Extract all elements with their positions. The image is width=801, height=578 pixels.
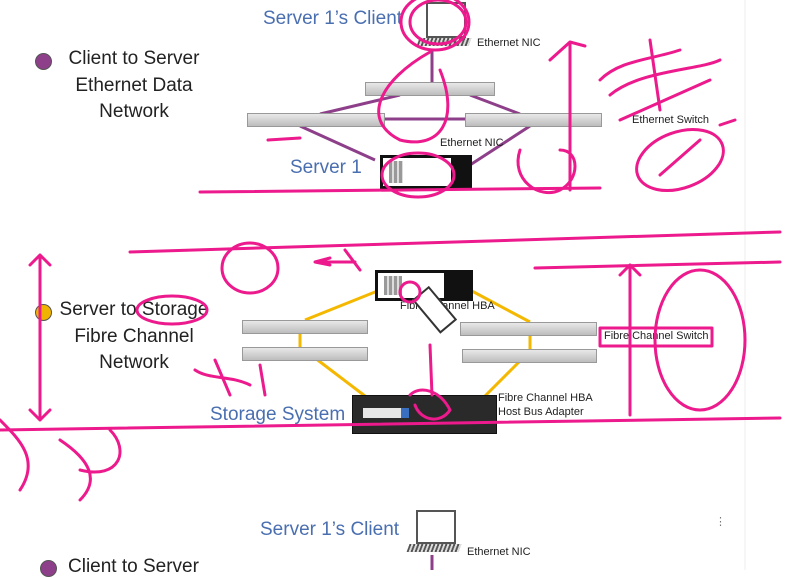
ink-stroke [533,260,782,270]
laptop-icon [416,2,472,50]
ink-arrow [548,40,587,192]
server-label: Server 1 [290,157,362,178]
storage-hba-line: Fibre Channel HBA [498,392,593,404]
client-nic-label: Ethernet NIC [467,546,531,558]
network-switch-icon [462,349,597,363]
network-switch-icon [242,347,368,361]
ink-korean-text [193,358,267,397]
ink-arrow [28,253,52,422]
client-label: Server 1’s Client [263,8,403,29]
fibre-links [298,288,532,398]
ink-scribble [516,148,577,195]
bullet-line: Network [99,352,169,373]
storage-hba-line: Host Bus Adapter [498,406,584,418]
more-handle-icon[interactable]: ⋮ [715,516,726,528]
ink-korean-text [598,38,722,122]
ink-circle [399,0,471,52]
network-switch-icon [242,320,368,334]
storage-label: Storage System [210,404,346,425]
ink-box [598,326,714,348]
ethernet-bullet [35,53,52,70]
ink-underline [0,416,782,432]
ink-loop [377,50,450,144]
bullet-line: Network [99,101,169,122]
ink-circle [653,268,747,412]
bullet-line: Fibre Channel [74,325,194,347]
network-switch-icon [460,322,597,336]
section2-bullet-text: Server to Storage Fibre Channel Network [39,297,229,377]
client-nic-label: Ethernet NIC [477,37,541,49]
network-switch-icon [465,113,602,127]
ink-scribble [408,388,452,421]
ink-divider [128,230,782,254]
storage-array-icon [352,395,497,434]
server-nic-label: Ethernet NIC [440,137,504,149]
ethernet-switch-label: Ethernet Switch [632,114,710,126]
laptop-icon [406,510,462,556]
ink-line [428,343,434,397]
ink-circle [380,151,456,199]
network-switch-icon [247,113,385,127]
ink-circle [408,0,468,46]
section1-bullet-text: Client to Server Ethernet Data Network [39,46,229,126]
bullet-line: Client to Server [68,48,200,69]
bullet-line: Server to Storage [59,299,209,320]
bullet-line: Ethernet Data [75,74,193,96]
ethernet-links [299,50,531,167]
ink-arrow [313,248,362,272]
server-icon [380,155,472,189]
ink-circle [135,294,209,326]
ink-handwriting [0,418,122,502]
ink-circle [220,241,280,295]
ink-circle [635,128,725,192]
ink-arrow [618,263,642,417]
ink-stroke [266,136,302,142]
ink-stroke [658,118,737,177]
ink-circle [398,280,422,304]
storage-hba-label: Fibre Channel HBA Host Bus Adapter [498,391,593,419]
network-switch-icon [365,82,495,96]
client-label: Server 1’s Client [260,519,400,540]
